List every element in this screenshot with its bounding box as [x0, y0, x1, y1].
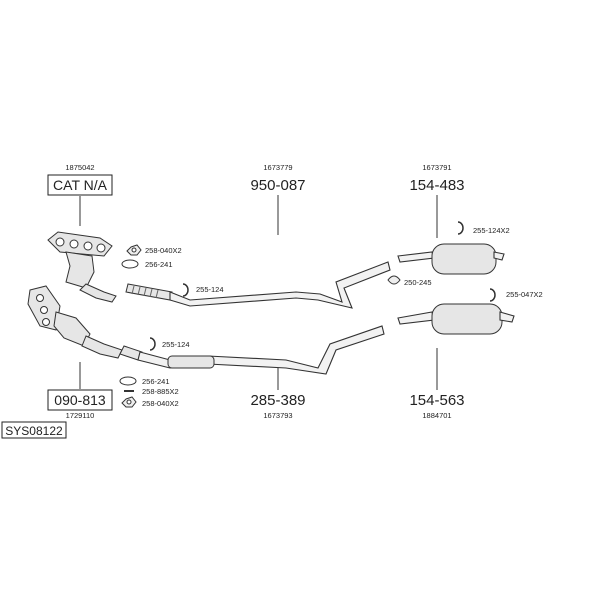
rear-top-number[interactable]: 154-483 — [409, 177, 464, 194]
fitting-rubber-mid-label: 250-245 — [404, 278, 432, 287]
fitting-nut-bottom-label: 258-040X2 — [142, 399, 179, 408]
front-pipe-bottom-drawing[interactable] — [119, 325, 385, 375]
cat-bottom-number[interactable]: 090-813 — [54, 392, 106, 408]
rear-muffler-bottom-drawing[interactable] — [397, 303, 515, 335]
rear-bottom-ref: 1884701 — [422, 411, 451, 420]
clamp-icon[interactable] — [182, 283, 189, 297]
front-pipe-top-ref: 1673779 — [263, 163, 292, 172]
cat-top-ref: 1875042 — [65, 163, 94, 172]
rubber-mount-icon[interactable] — [387, 275, 401, 285]
fitting-clamp-top-label: 255-124 — [196, 285, 224, 294]
fitting-clamp-mid-label: 255-124 — [162, 340, 190, 349]
catalyst-bottom-drawing[interactable] — [27, 285, 123, 359]
system-code-box — [1, 421, 67, 439]
front-pipe-top-drawing[interactable] — [125, 261, 391, 309]
hanger-icon[interactable] — [489, 288, 496, 302]
rear-bottom-number[interactable]: 154-563 — [409, 392, 464, 409]
cat-bottom-box — [47, 389, 113, 411]
fitting-hanger-bottom-label: 255-047X2 — [506, 290, 543, 299]
front-pipe-top-number[interactable]: 950-087 — [250, 177, 305, 194]
cat-top-number[interactable]: CAT N/A — [53, 177, 108, 193]
cat-bottom-ref: 1729110 — [66, 411, 95, 420]
front-pipe-bottom-number[interactable]: 285-389 — [250, 392, 305, 409]
fitting-hanger-top-label: 255-124X2 — [473, 226, 510, 235]
gasket-icon[interactable] — [121, 259, 139, 269]
fitting-nut-top-label: 258-040X2 — [145, 246, 182, 255]
fitting-bolt-bottom-label: 258-885X2 — [142, 387, 179, 396]
system-code: SYS08122 — [5, 424, 63, 438]
nut-icon[interactable] — [121, 396, 137, 408]
nut-icon[interactable] — [126, 244, 142, 256]
cat-top-box — [47, 174, 113, 196]
gasket-icon[interactable] — [119, 376, 137, 386]
rear-top-ref: 1673791 — [422, 163, 451, 172]
clamp-icon[interactable] — [149, 337, 156, 351]
front-pipe-bottom-ref: 1673793 — [263, 411, 292, 420]
catalyst-top-drawing[interactable] — [47, 231, 117, 303]
hanger-icon[interactable] — [457, 221, 464, 235]
fitting-gasket-top-label: 256-241 — [145, 260, 173, 269]
rear-muffler-top-drawing[interactable] — [397, 243, 505, 275]
fitting-gasket-bottom-label: 256-241 — [142, 377, 170, 386]
